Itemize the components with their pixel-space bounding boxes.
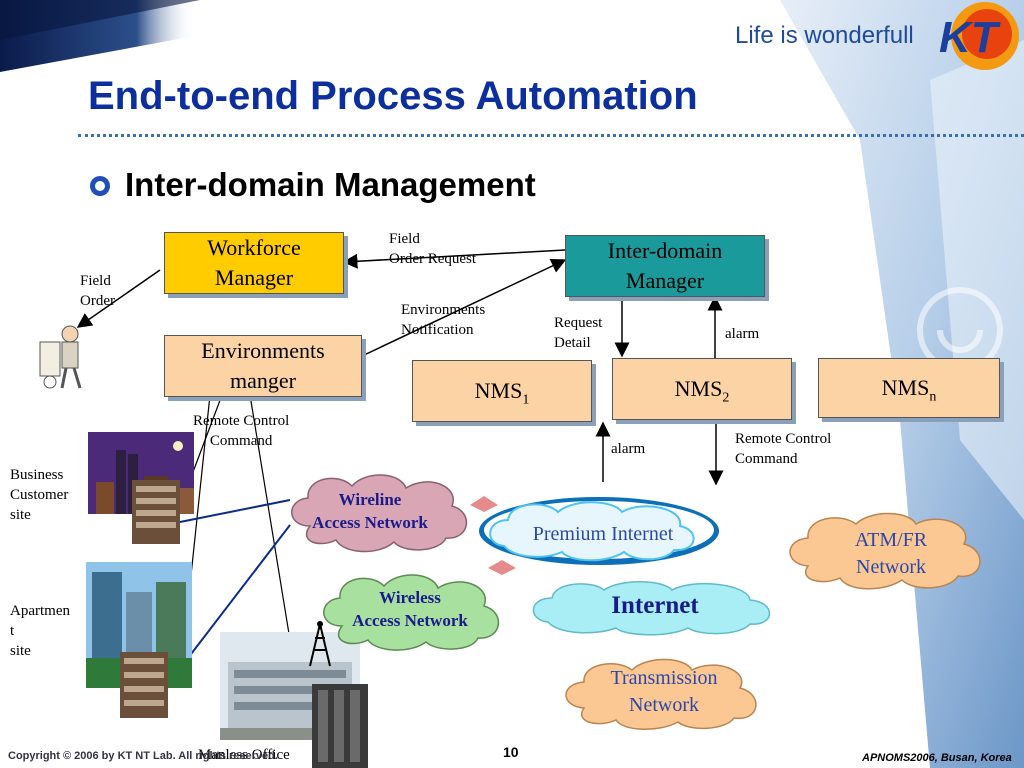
wireline-network-label: Wireline Access Network — [312, 490, 428, 532]
internet-cloud — [532, 581, 771, 636]
transmission-network-label: Transmission Network — [610, 667, 718, 716]
nmsn-label: NMSn — [881, 375, 937, 405]
page-number: 10 — [503, 744, 519, 760]
premium-internet-cloud — [479, 497, 719, 565]
request-detail-label: Request Detail — [554, 315, 603, 351]
brand-header: Life is wonderfull — [735, 22, 914, 50]
apartment-building-image — [120, 652, 168, 718]
nms2-box: NMS2 — [612, 358, 792, 420]
footer-conference: APNOMS2006, Busan, Korea — [862, 752, 1012, 764]
server-rack-image — [312, 684, 368, 768]
brand-slogan: Life is wonderfull — [735, 22, 914, 49]
field-order-request-label: Field Order Request — [389, 231, 477, 267]
section-subtitle: Inter-domain Management — [125, 166, 536, 203]
wireless-network-label: Wireless Access Network — [352, 588, 468, 630]
atm-network-cloud — [789, 512, 981, 590]
wireless-network-cloud — [323, 574, 500, 651]
nmsn-box: NMSn — [818, 358, 1000, 418]
interdomain-manager-box: Inter-domain Manager — [565, 235, 765, 297]
nms2-subscript: 2 — [722, 390, 730, 406]
logo-text: KT — [939, 13, 1001, 62]
workforce-manager-label: Workforce Manager — [207, 235, 301, 290]
transmission-network-cloud — [565, 658, 757, 730]
env-notification-label: Environments Notification — [401, 302, 486, 338]
manless-office-label: Manless Office — [198, 747, 290, 763]
nms2-label: NMS2 — [674, 376, 730, 406]
business-site-label: Business Customer site — [10, 467, 69, 523]
atm-network-label: ATM/FR Network — [854, 529, 928, 578]
wireline-network-cloud — [291, 474, 468, 553]
nmsn-subscript: n — [929, 389, 937, 405]
footer-copyright: Copyright © 2006 by KT NT Lab. All right… — [8, 750, 278, 762]
nms1-subscript: 1 — [522, 392, 530, 408]
field-worker-icon — [39, 325, 82, 389]
premium-internet-label: Premium Internet — [532, 523, 674, 545]
remote-control-right-label: Remote Control Command — [735, 431, 832, 467]
remote-control-left-label: Remote Control Command — [193, 413, 290, 449]
interdomain-manager-label: Inter-domain Manager — [607, 238, 723, 293]
workforce-manager-box: Workforce Manager — [164, 232, 344, 294]
nms1-box: NMS1 — [412, 360, 592, 422]
page-title: End-to-end Process Automation — [88, 74, 698, 118]
alarm-bottom-label: alarm — [611, 441, 646, 457]
kt-logo-icon: KT — [939, 2, 1019, 70]
nms1-label: NMS1 — [474, 378, 530, 408]
field-order-label: Field Order — [80, 273, 115, 309]
environments-manager-box: Environments manger — [164, 335, 362, 397]
bullet-icon — [90, 176, 110, 196]
apartment-site-label: Apartmen t site — [10, 603, 70, 659]
title-divider — [78, 134, 1024, 137]
internet-label: Internet — [611, 592, 699, 619]
environments-manager-label: Environments manger — [201, 338, 325, 393]
antenna-tower-icon — [309, 621, 331, 667]
alarm-top-label: alarm — [725, 326, 760, 342]
business-building-image — [132, 480, 180, 544]
